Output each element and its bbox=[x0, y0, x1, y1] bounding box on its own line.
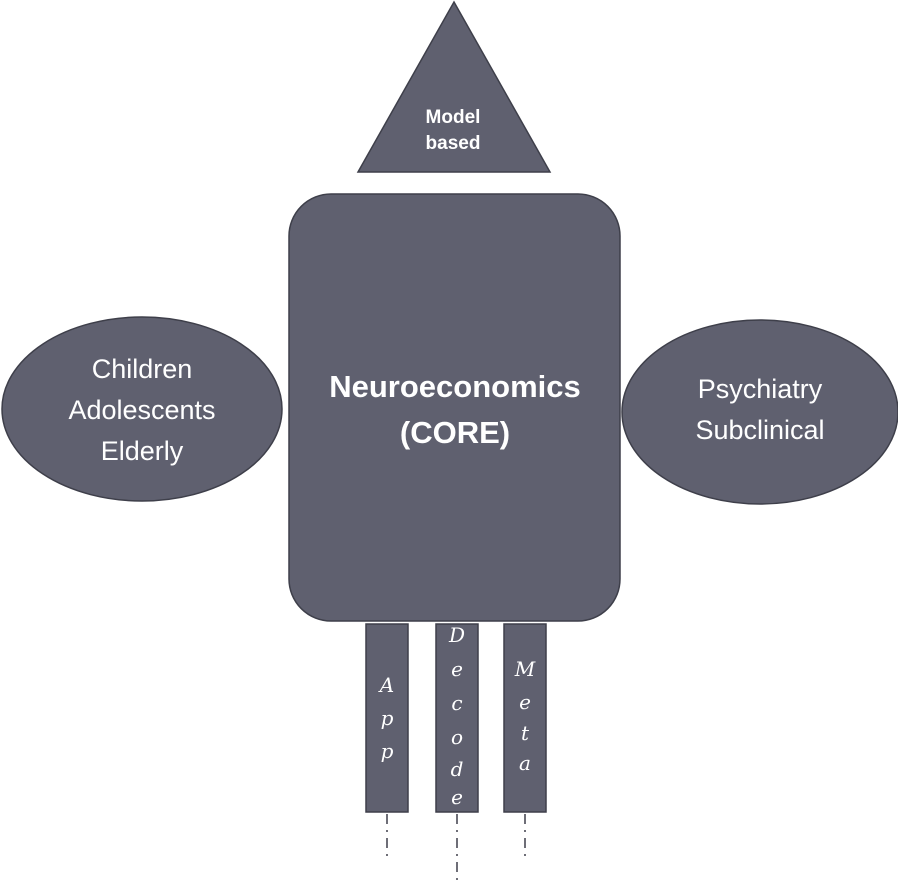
right-ellipse-shape bbox=[621, 319, 898, 505]
leg-meta-letter-1: M bbox=[514, 657, 536, 681]
triangle-shape bbox=[356, 0, 552, 173]
model-based-triangle: Model based bbox=[356, 0, 552, 173]
leg-decode-letter-3: c bbox=[451, 691, 462, 715]
leg-meta-letter-4: a bbox=[519, 751, 531, 775]
leg-decode-letter-1: D bbox=[448, 623, 465, 647]
leg-app-letter-1: A bbox=[378, 673, 394, 697]
leg-decode-letter-4: o bbox=[451, 725, 463, 749]
triangle-label-line2: based bbox=[426, 133, 481, 154]
right-ellipse: Psychiatry Subclinical bbox=[621, 319, 898, 505]
left-ellipse: Children Adolescents Elderly bbox=[1, 316, 283, 502]
leg-decode: D e c o d e bbox=[435, 623, 479, 884]
left-ellipse-line2: Adolescents bbox=[68, 395, 215, 425]
leg-app-letter-3: p bbox=[381, 739, 394, 763]
left-ellipse-shape bbox=[1, 316, 283, 502]
right-ellipse-line1: Psychiatry bbox=[698, 374, 823, 404]
left-ellipse-line3: Elderly bbox=[101, 436, 184, 466]
leg-decode-letter-2: e bbox=[451, 657, 463, 681]
core-title: Neuroeconomics bbox=[329, 369, 581, 404]
leg-decode-letter-6: e bbox=[451, 785, 463, 809]
right-ellipse-line2: Subclinical bbox=[695, 415, 824, 445]
core-box: Neuroeconomics (CORE) bbox=[288, 193, 621, 622]
leg-meta-shape bbox=[503, 623, 547, 813]
leg-meta-letter-2: e bbox=[519, 690, 531, 714]
leg-meta: M e t a bbox=[503, 623, 547, 856]
leg-decode-letter-5: d bbox=[451, 757, 464, 781]
leg-app: A p p bbox=[365, 623, 409, 856]
core-shape bbox=[288, 193, 621, 622]
leg-app-shape bbox=[365, 623, 409, 813]
leg-decode-shape bbox=[435, 623, 479, 813]
core-subtitle: (CORE) bbox=[400, 415, 510, 450]
triangle-label-line1: Model bbox=[426, 107, 481, 128]
leg-meta-letter-3: t bbox=[521, 721, 530, 745]
leg-app-letter-2: p bbox=[381, 706, 394, 730]
left-ellipse-line1: Children bbox=[92, 354, 193, 384]
